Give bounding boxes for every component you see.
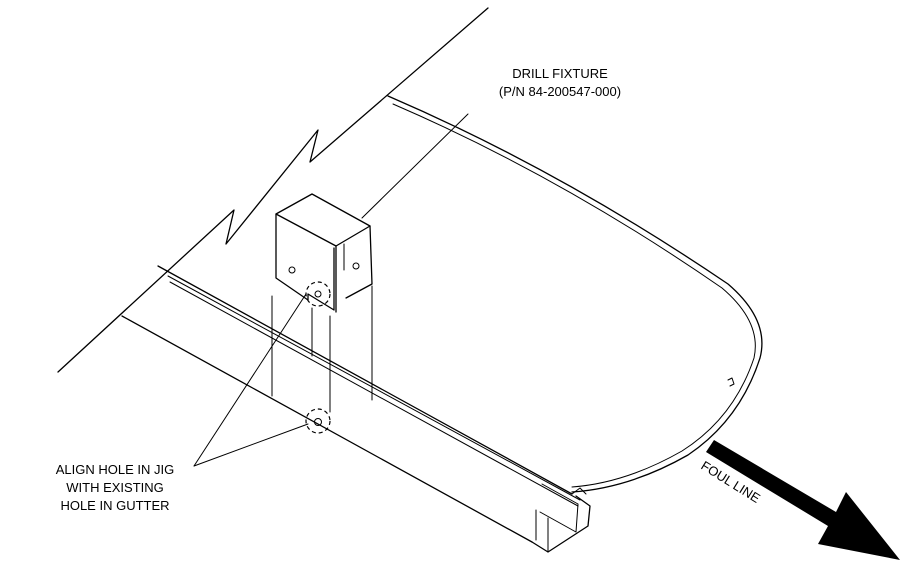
fixture-name-label: DRILL FIXTURE <box>512 66 608 81</box>
align-label-line3: HOLE IN GUTTER <box>60 498 169 513</box>
fixture-hole-highlight <box>305 281 331 307</box>
foul-line-arrow-icon <box>706 440 900 560</box>
gutter-hole-highlight <box>305 408 331 434</box>
gutter-curve <box>387 95 763 493</box>
fixture-hole-center <box>314 290 322 298</box>
gutter-channel <box>121 265 591 553</box>
fixture-hole-right <box>352 262 360 270</box>
break-line <box>57 7 489 373</box>
fixture-part-number-label: (P/N 84-200547-000) <box>499 84 621 99</box>
gutter-hole <box>314 418 322 426</box>
align-label-line1: ALIGN HOLE IN JIG <box>56 462 174 477</box>
fixture-hole-left <box>288 266 296 274</box>
leader-lines <box>193 113 469 467</box>
align-label-line2: WITH EXISTING <box>66 480 164 495</box>
